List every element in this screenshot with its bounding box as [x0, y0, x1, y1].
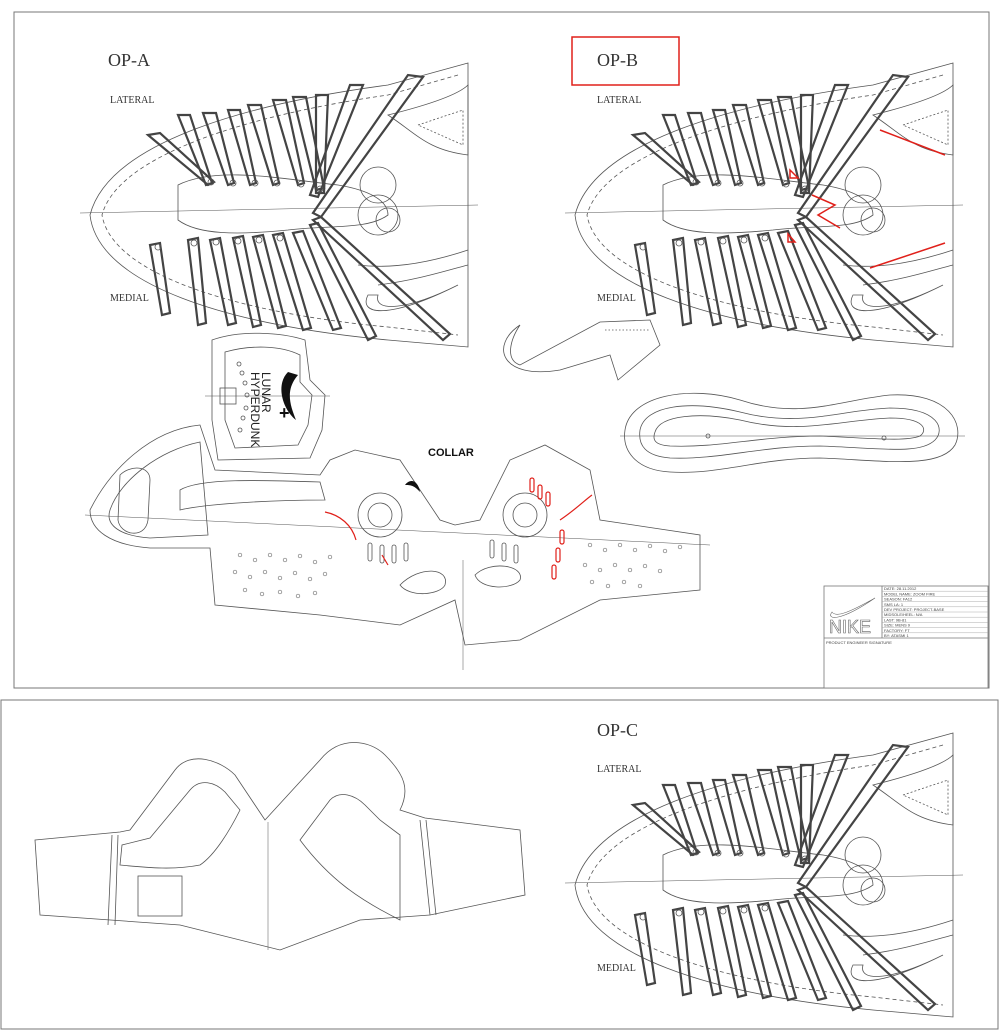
nike-logo-text: NIKE	[829, 617, 871, 637]
title-block-row: SEASON: FA12	[884, 597, 913, 602]
title-block-row: MIDSOLE/HEEL: N/A	[884, 612, 923, 617]
outsole-piece	[620, 392, 965, 473]
title-block-row: BY: ATASMI 1	[884, 633, 910, 638]
sheet-border-top	[13, 11, 990, 689]
swoosh-piece	[503, 319, 661, 381]
op-b-upper	[563, 61, 965, 349]
op-b-medial-label: MEDIAL	[597, 293, 636, 304]
sheet-border-bottom	[0, 699, 999, 1030]
op-a-medial-label: MEDIAL	[110, 293, 149, 304]
nike-swoosh-logo	[830, 597, 876, 618]
signature-label: PRODUCT ENGINEER SIGNATURE	[826, 640, 892, 645]
title-block-row: FACTORY: FT	[884, 628, 910, 633]
title-block-row: SMS LA: 1	[884, 602, 904, 607]
op-b-title: OP-B	[597, 50, 638, 70]
op-c-upper	[563, 731, 965, 1019]
op-c-title: OP-C	[597, 720, 638, 740]
title-block-row: MODEL NAME: ZOOM FIRE	[884, 591, 936, 596]
collar-quarter-piece	[84, 424, 711, 670]
op-a-lateral-label: LATERAL	[110, 95, 154, 106]
heel-counter-piece	[34, 742, 526, 951]
op-b-highlight-marks	[787, 129, 946, 269]
tongue-line1: LUNAR	[259, 372, 273, 413]
op-b-highlight-box	[571, 36, 680, 86]
title-block-row: LAST: 9B-81	[884, 617, 907, 622]
tongue-logo-text: LUNAR HYPERDUNK	[248, 372, 273, 447]
tongue-plus-mark: +	[279, 403, 290, 423]
tongue-line2: HYPERDUNK	[248, 372, 262, 447]
tongue-piece	[205, 332, 330, 461]
op-a-title: OP-A	[108, 50, 150, 70]
op-b-lateral-label: LATERAL	[597, 95, 641, 106]
title-block-row: DEV PROJECT: PROJECT-BASE	[884, 607, 945, 612]
title-block-row: SIZE: MENS 9	[884, 623, 911, 628]
op-c-lateral-label: LATERAL	[597, 764, 641, 775]
collar-highlight-marks	[324, 477, 593, 580]
collar-label: COLLAR	[428, 447, 474, 459]
op-c-medial-label: MEDIAL	[597, 963, 636, 974]
title-block-row: DATE: 28.11.2012	[884, 586, 917, 591]
